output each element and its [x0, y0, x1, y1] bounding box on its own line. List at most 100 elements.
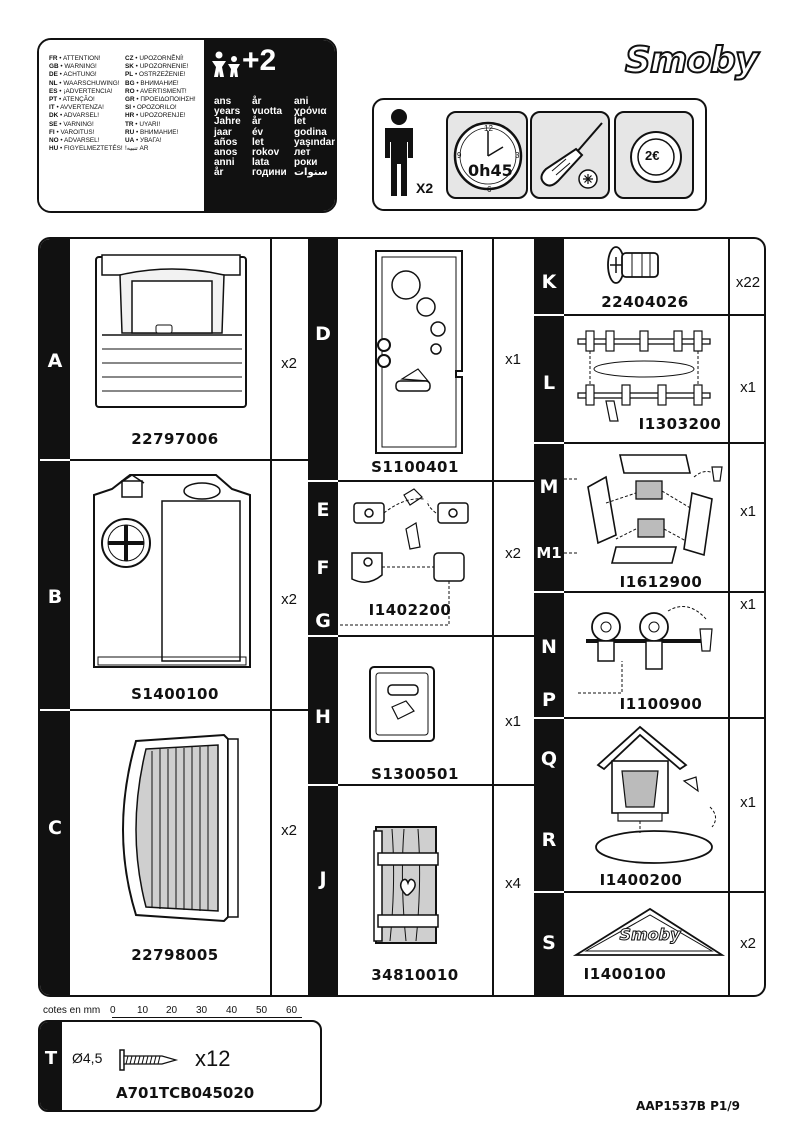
warning-text: УВАГА!	[140, 137, 162, 145]
divider	[534, 891, 564, 893]
age-word: godina	[294, 126, 327, 138]
clock-number-9: 9	[457, 151, 462, 160]
age-word: rokov	[252, 147, 280, 158]
warning-line: DE • ACHTUNG!	[49, 71, 97, 79]
ruler-line	[112, 1017, 302, 1018]
warning-line: HU • FIGYELMEZTETÉS!	[49, 145, 123, 153]
divider	[564, 314, 764, 316]
part-letter-d: D	[315, 323, 331, 345]
warning-text: UPOZORNENIE!	[139, 63, 189, 71]
language-code: SK	[125, 63, 134, 71]
divider	[70, 709, 308, 711]
divider	[534, 717, 564, 719]
age-word: лет	[294, 147, 311, 158]
coin-icon	[630, 131, 682, 183]
warning-text: ΠΡΟΕΙΔΟΠΟΙΗΣΗ!	[140, 96, 196, 104]
part-k-rivet	[607, 246, 659, 284]
part-qty-efg: x2	[505, 545, 521, 562]
age-word: år	[252, 116, 262, 128]
age-word: χρόνια	[294, 106, 327, 118]
warning-text: AVERTISMENT!	[140, 87, 187, 95]
divider	[308, 635, 338, 637]
part-qty-h: x1	[505, 713, 521, 730]
warning-text: WARNING!	[64, 63, 97, 71]
part-letter-k: K	[541, 271, 557, 293]
roof-sign-logo: Smoby	[619, 925, 681, 945]
warning-text: VAROITUS!	[60, 128, 95, 136]
age-word: år	[252, 96, 262, 107]
warning-text: !تنبيه AR	[125, 145, 149, 153]
brand-logo: Smoby	[624, 39, 759, 82]
age-word: anos	[214, 147, 238, 158]
warning-line: DK • ADVARSEL!	[49, 112, 100, 120]
part-letter-n: N	[541, 636, 557, 658]
language-code: RU	[125, 128, 135, 136]
divider	[338, 784, 534, 786]
part-code-a: 22797006	[131, 430, 219, 448]
part-letter-j: J	[319, 868, 327, 890]
warning-line: GR • ΠΡΟΕΙΔΟΠΟΙΗΣΗ!	[125, 96, 196, 104]
warning-text: OSTRZEŻENIE!	[138, 71, 186, 79]
part-letter-c: C	[48, 817, 62, 839]
warning-languages: FR • ATTENTION!GB • WARNING!DE • ACHTUNG…	[39, 40, 204, 211]
warning-line: ES • ¡ADVERTENCIA!	[49, 87, 113, 95]
warning-line: CZ • UPOZORNĚNÍ!	[125, 55, 184, 62]
warning-line: GB • WARNING!	[49, 63, 97, 71]
warning-line: RU • ВНИМАНИЕ!	[125, 128, 179, 136]
document-reference: AAP1537B P1/9	[636, 1099, 740, 1113]
warning-line: PT • ATENÇÃO!	[49, 96, 95, 104]
part-letter-q: Q	[540, 748, 558, 770]
warning-line: BG • ВНИМАНИЕ!	[125, 79, 179, 87]
part-qty-k: x22	[735, 274, 761, 291]
assembly-time: 0h45	[468, 161, 513, 180]
part-code-np: I1100900	[619, 695, 703, 713]
age-word: év	[252, 126, 264, 138]
part-code-c: 22798005	[131, 946, 219, 964]
screw-part-box: T Ø4,5 x12 A701TCB045020	[38, 1020, 322, 1112]
warning-column-right: CZ • UPOZORNĚNÍ!SK • UPOZORNENIE!PL • OS…	[125, 55, 196, 153]
divider	[308, 480, 338, 482]
age-word: jaar	[214, 126, 232, 138]
screwdriver-icon	[540, 122, 603, 189]
part-s-roof-sign	[572, 907, 726, 956]
language-code: ES	[49, 87, 58, 95]
divider	[338, 480, 534, 482]
age-word: yaşından	[294, 136, 337, 148]
part-qty-s: x2	[740, 935, 756, 952]
part-letter-l: L	[542, 372, 556, 394]
part-letter-p: P	[542, 689, 556, 711]
part-code-h: S1300501	[371, 765, 459, 783]
language-code: HU	[49, 145, 59, 153]
warning-line: SI • OPOZORILO!	[125, 104, 177, 112]
part-d-door	[375, 250, 463, 454]
part-letter-r: R	[541, 829, 557, 851]
clock-number-6: 6	[487, 185, 492, 194]
language-code: FR	[49, 55, 58, 62]
tool-card	[530, 111, 610, 199]
age-word: ans	[214, 96, 232, 107]
warning-text: ACHTUNG!	[63, 71, 97, 79]
age-word: ani	[294, 96, 309, 107]
age-word: lata	[252, 157, 270, 169]
part-m-base	[587, 454, 723, 564]
parts-list: A B C 22797006 x2 S1400100 x2	[38, 237, 766, 997]
language-code: DE	[49, 71, 58, 79]
warning-box: FR • ATTENTION!GB • WARNING!DE • ACHTUNG…	[37, 38, 337, 213]
warning-text: ADVARSEL!	[63, 112, 100, 120]
divider	[534, 314, 564, 316]
warning-text: ATENÇÃO!	[62, 96, 95, 104]
warning-line: !تنبيه AR	[125, 145, 196, 153]
divider	[564, 891, 764, 893]
clock-number-12: 12	[484, 124, 493, 133]
warning-text: FIGYELMEZTETÉS!	[64, 145, 123, 153]
ruler-tick-0: 0	[110, 1005, 116, 1016]
age-word: роки	[294, 157, 318, 169]
screw-band	[40, 1022, 62, 1110]
warning-text: ¡ADVERTENCIA!	[63, 87, 113, 95]
part-code-l: I1303200	[638, 415, 722, 433]
ruler-tick-30: 30	[196, 1005, 208, 1016]
language-code: BG	[125, 79, 135, 87]
child-figures-icon	[212, 51, 240, 77]
language-code: DK	[49, 112, 59, 120]
